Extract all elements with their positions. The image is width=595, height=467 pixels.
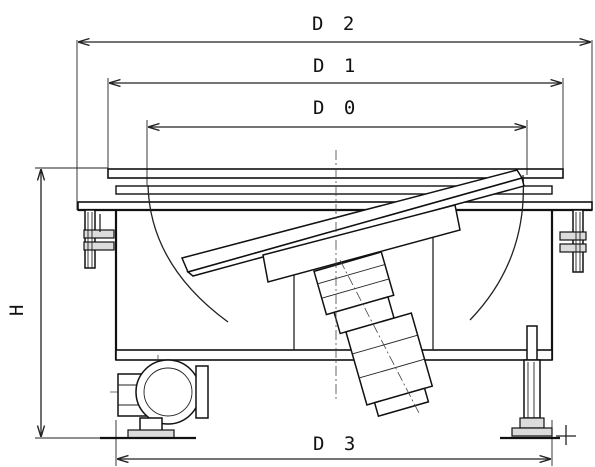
tilted-deck: [180, 169, 525, 283]
drive-motor: [313, 251, 434, 418]
left-bolt: [83, 209, 115, 269]
dimension-d2: D 2: [76, 13, 593, 210]
label-d2: D 2: [312, 13, 358, 35]
right-bolt: [559, 209, 587, 273]
label-d3: D 3: [313, 433, 359, 455]
dimension-d0: D 0: [146, 97, 528, 185]
right-support-leg: [511, 325, 576, 445]
top-plate: [77, 168, 593, 212]
bowl-curves: [147, 174, 525, 323]
side-motor: [117, 359, 209, 439]
dimension-h: H: [6, 167, 108, 439]
housing-body: [114, 210, 554, 361]
label-d0: D 0: [313, 97, 359, 119]
label-h: H: [6, 301, 28, 316]
dimension-d3: D 3: [115, 420, 553, 466]
dimension-d1: D 1: [107, 55, 564, 172]
label-d1: D 1: [313, 55, 359, 77]
